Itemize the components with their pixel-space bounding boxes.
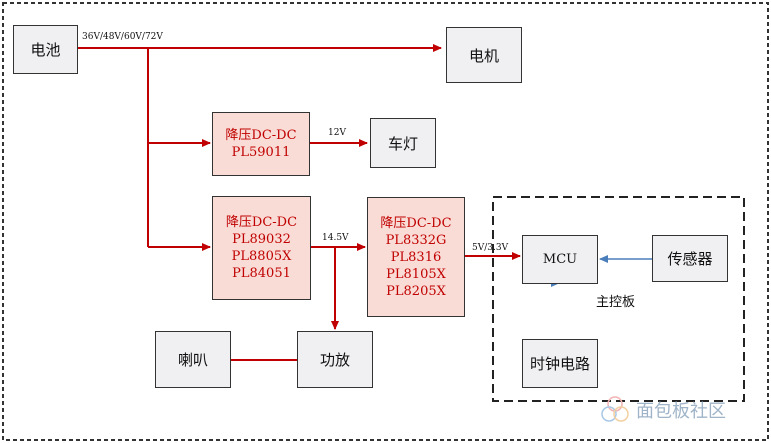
speaker-label: 喇叭 (177, 351, 208, 369)
buck1-block: 降压DC-DC PL59011 (212, 112, 310, 176)
buck3-part: PL8205X (386, 283, 446, 299)
watermark-text: 面包板社区 (636, 401, 726, 422)
buck2-block: 降压DC-DC PL89032 PL8805X PL84051 (212, 196, 311, 300)
speaker-block: 喇叭 (155, 331, 231, 388)
v5-3-3-label: 5V/3.3V (472, 243, 509, 253)
buck2-part: PL8805X (231, 249, 292, 264)
headlight-block: 车灯 (370, 118, 436, 168)
buck1-title: 降压DC-DC (225, 128, 297, 143)
buck1-part: PL59011 (231, 145, 291, 160)
amplifier-block: 功放 (297, 331, 373, 388)
watermark: 面包板社区 (598, 393, 726, 427)
v12-label: 12V (328, 128, 346, 138)
buck3-block: 降压DC-DC PL8332G PL8316 PL8105X PL8205X (367, 197, 465, 317)
clock-label: 时钟电路 (529, 355, 590, 373)
buck3-part: PL8332G (385, 232, 447, 248)
watermark-logo-icon (601, 396, 629, 422)
mainboard-label: 主控板 (596, 295, 636, 310)
sensor-block: 传感器 (652, 235, 728, 282)
buck3-title: 降压DC-DC (380, 215, 452, 231)
battery-block: 电池 (13, 25, 78, 74)
mainboard-dashed-border (492, 196, 745, 402)
amplifier-label: 功放 (319, 351, 350, 369)
battery-voltage-label: 36V/48V/60V/72V (82, 32, 163, 42)
mcu-block: MCU (522, 235, 598, 284)
mcu-label: MCU (542, 252, 578, 267)
buck2-title: 降压DC-DC (225, 215, 298, 230)
headlight-label: 车灯 (387, 134, 418, 153)
battery-label: 电池 (30, 41, 61, 59)
v14-5-label: 14.5V (322, 233, 349, 243)
motor-block: 电机 (446, 27, 522, 83)
buck2-part: PL84051 (232, 266, 291, 281)
clock-block: 时钟电路 (522, 339, 598, 388)
buck3-part: PL8316 (390, 249, 442, 265)
buck3-part: PL8105X (386, 266, 446, 282)
sensor-label: 传感器 (667, 250, 713, 268)
buck2-part: PL89032 (232, 232, 291, 247)
motor-label: 电机 (468, 46, 499, 65)
